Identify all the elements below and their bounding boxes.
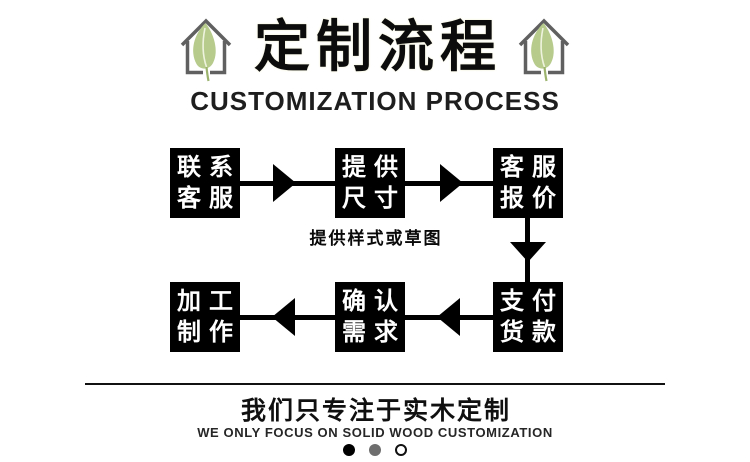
- footer-divider: [85, 383, 665, 385]
- leaf-shape: [531, 23, 554, 69]
- leaf-shape: [193, 23, 216, 69]
- leaf-stem: [205, 66, 210, 82]
- house-walls: [185, 41, 227, 75]
- flow-step-label: 支付: [500, 288, 564, 315]
- flow-step-contact-service: 联系 客服: [170, 148, 240, 218]
- leaf-vein: [540, 27, 546, 68]
- page-title: 定制流程: [254, 15, 502, 78]
- flow-step-label: 尺寸: [342, 185, 406, 212]
- house-walls: [523, 41, 565, 75]
- carousel-dot-1[interactable]: [343, 444, 355, 456]
- flow-step-label: 联系: [177, 154, 241, 181]
- house-roof: [180, 18, 232, 47]
- flow-step-label: 提供: [342, 154, 406, 181]
- flow-step-label: 客服: [177, 185, 241, 212]
- flow-step-label: 加工: [177, 288, 241, 315]
- house-leaf-icon: [180, 18, 232, 82]
- flow-step-provide-dimensions: 提供 尺寸: [335, 148, 405, 218]
- house-roof: [518, 18, 570, 47]
- flow-step-label: 货款: [500, 319, 564, 346]
- flow-step-label: 报价: [500, 185, 564, 212]
- leaf-vein: [202, 27, 208, 68]
- carousel-dot-2[interactable]: [369, 444, 381, 456]
- arrow-left-icon: [240, 282, 335, 352]
- arrow-left-icon: [405, 282, 493, 352]
- flow-note: 提供样式或草图: [309, 229, 443, 248]
- flow-step-label: 需求: [342, 319, 406, 346]
- arrow-down-icon: [508, 218, 548, 282]
- arrow-right-icon: [240, 148, 335, 218]
- arrow-right-icon: [405, 148, 493, 218]
- flow-step-pay: 支付 货款: [493, 282, 563, 352]
- page-subtitle: CUSTOMIZATION PROCESS: [190, 86, 560, 116]
- carousel-dot-3[interactable]: [395, 444, 407, 456]
- flow-step-label: 制作: [177, 319, 241, 346]
- flow-step-label: 确认: [342, 288, 406, 315]
- flow-step-label: 客服: [500, 154, 564, 181]
- flow-step-confirm-requirements: 确认 需求: [335, 282, 405, 352]
- section-header: 定制流程: [0, 12, 750, 86]
- leaf-stem: [543, 66, 548, 82]
- footer-slogan-en: WE ONLY FOCUS ON SOLID WOOD CUSTOMIZATIO…: [197, 425, 553, 440]
- flow-step-service-quote: 客服 报价: [493, 148, 563, 218]
- flow-step-manufacture: 加工 制作: [170, 282, 240, 352]
- carousel-dots: [0, 444, 750, 456]
- footer-slogan-cn: 我们只专注于实木定制: [240, 397, 511, 425]
- house-leaf-icon: [518, 18, 570, 82]
